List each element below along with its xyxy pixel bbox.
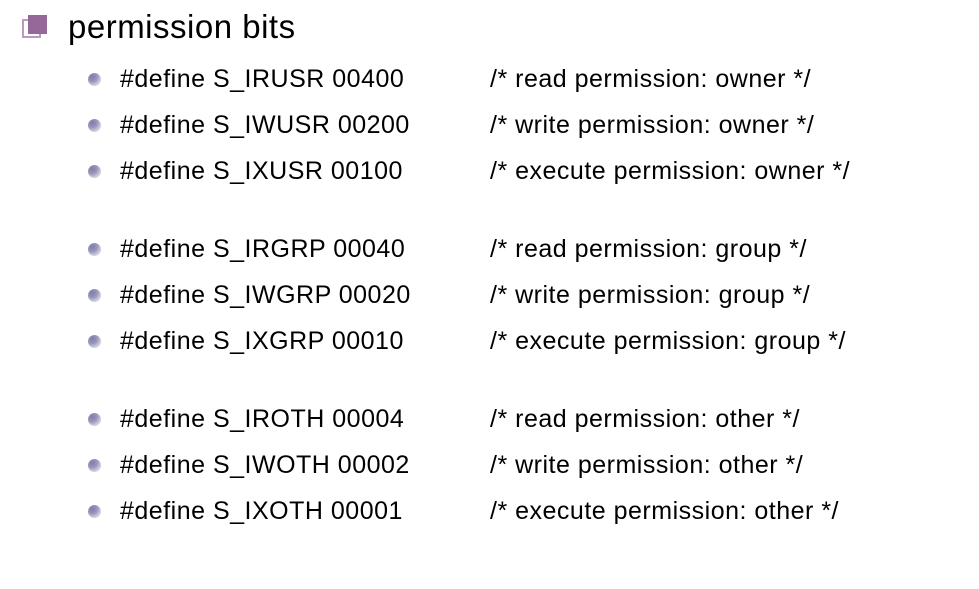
define-row: #define S_IRGRP 00040 /* read permission… <box>88 234 979 264</box>
sphere-bullet-icon <box>88 164 101 178</box>
sphere-bullet-icon <box>88 412 101 426</box>
define-comment: /* read permission: group */ <box>490 234 807 263</box>
slide-title-row: permission bits <box>0 0 979 46</box>
define-list: #define S_IRUSR 00400 /* read permission… <box>0 64 979 526</box>
define-comment: /* execute permission: other */ <box>490 496 839 525</box>
define-row: #define S_IWOTH 00002 /* write permissio… <box>88 450 979 480</box>
define-comment: /* write permission: owner */ <box>490 110 815 139</box>
define-row: #define S_IROTH 00004 /* read permission… <box>88 404 979 434</box>
sphere-bullet-icon <box>88 118 101 132</box>
define-code: #define S_IRGRP 00040 <box>120 234 406 263</box>
define-code: #define S_IXUSR 00100 <box>120 156 403 185</box>
define-row: #define S_IRUSR 00400 /* read permission… <box>88 64 979 94</box>
define-code: #define S_IRUSR 00400 <box>120 64 405 93</box>
sphere-bullet-icon <box>88 458 101 472</box>
sphere-bullet-icon <box>88 504 101 518</box>
define-comment: /* execute permission: group */ <box>490 326 846 355</box>
shadowed-square-icon-fill <box>28 15 47 34</box>
define-row: #define S_IWGRP 00020 /* write permissio… <box>88 280 979 310</box>
define-code: #define S_IROTH 00004 <box>120 404 405 433</box>
define-code: #define S_IWGRP 00020 <box>120 280 411 309</box>
define-code: #define S_IWOTH 00002 <box>120 450 410 479</box>
define-group-group: #define S_IRGRP 00040 /* read permission… <box>0 234 979 356</box>
define-group-other: #define S_IROTH 00004 /* read permission… <box>0 404 979 526</box>
sphere-bullet-icon <box>88 288 101 302</box>
sphere-bullet-icon <box>88 242 101 256</box>
define-comment: /* read permission: owner */ <box>490 64 812 93</box>
define-group-owner: #define S_IRUSR 00400 /* read permission… <box>0 64 979 186</box>
define-row: #define S_IWUSR 00200 /* write permissio… <box>88 110 979 140</box>
define-comment: /* execute permission: owner */ <box>490 156 851 185</box>
sphere-bullet-icon <box>88 334 101 348</box>
page-title: permission bits <box>68 8 296 45</box>
define-comment: /* read permission: other */ <box>490 404 800 433</box>
define-code: #define S_IXOTH 00001 <box>120 496 403 525</box>
define-code: #define S_IXGRP 00010 <box>120 326 404 355</box>
shadowed-square-icon <box>22 13 50 41</box>
define-code: #define S_IWUSR 00200 <box>120 110 410 139</box>
define-row: #define S_IXGRP 00010 /* execute permiss… <box>88 326 979 356</box>
define-comment: /* write permission: other */ <box>490 450 804 479</box>
sphere-bullet-icon <box>88 72 101 86</box>
define-row: #define S_IXUSR 00100 /* execute permiss… <box>88 156 979 186</box>
define-row: #define S_IXOTH 00001 /* execute permiss… <box>88 496 979 526</box>
define-comment: /* write permission: group */ <box>490 280 811 309</box>
